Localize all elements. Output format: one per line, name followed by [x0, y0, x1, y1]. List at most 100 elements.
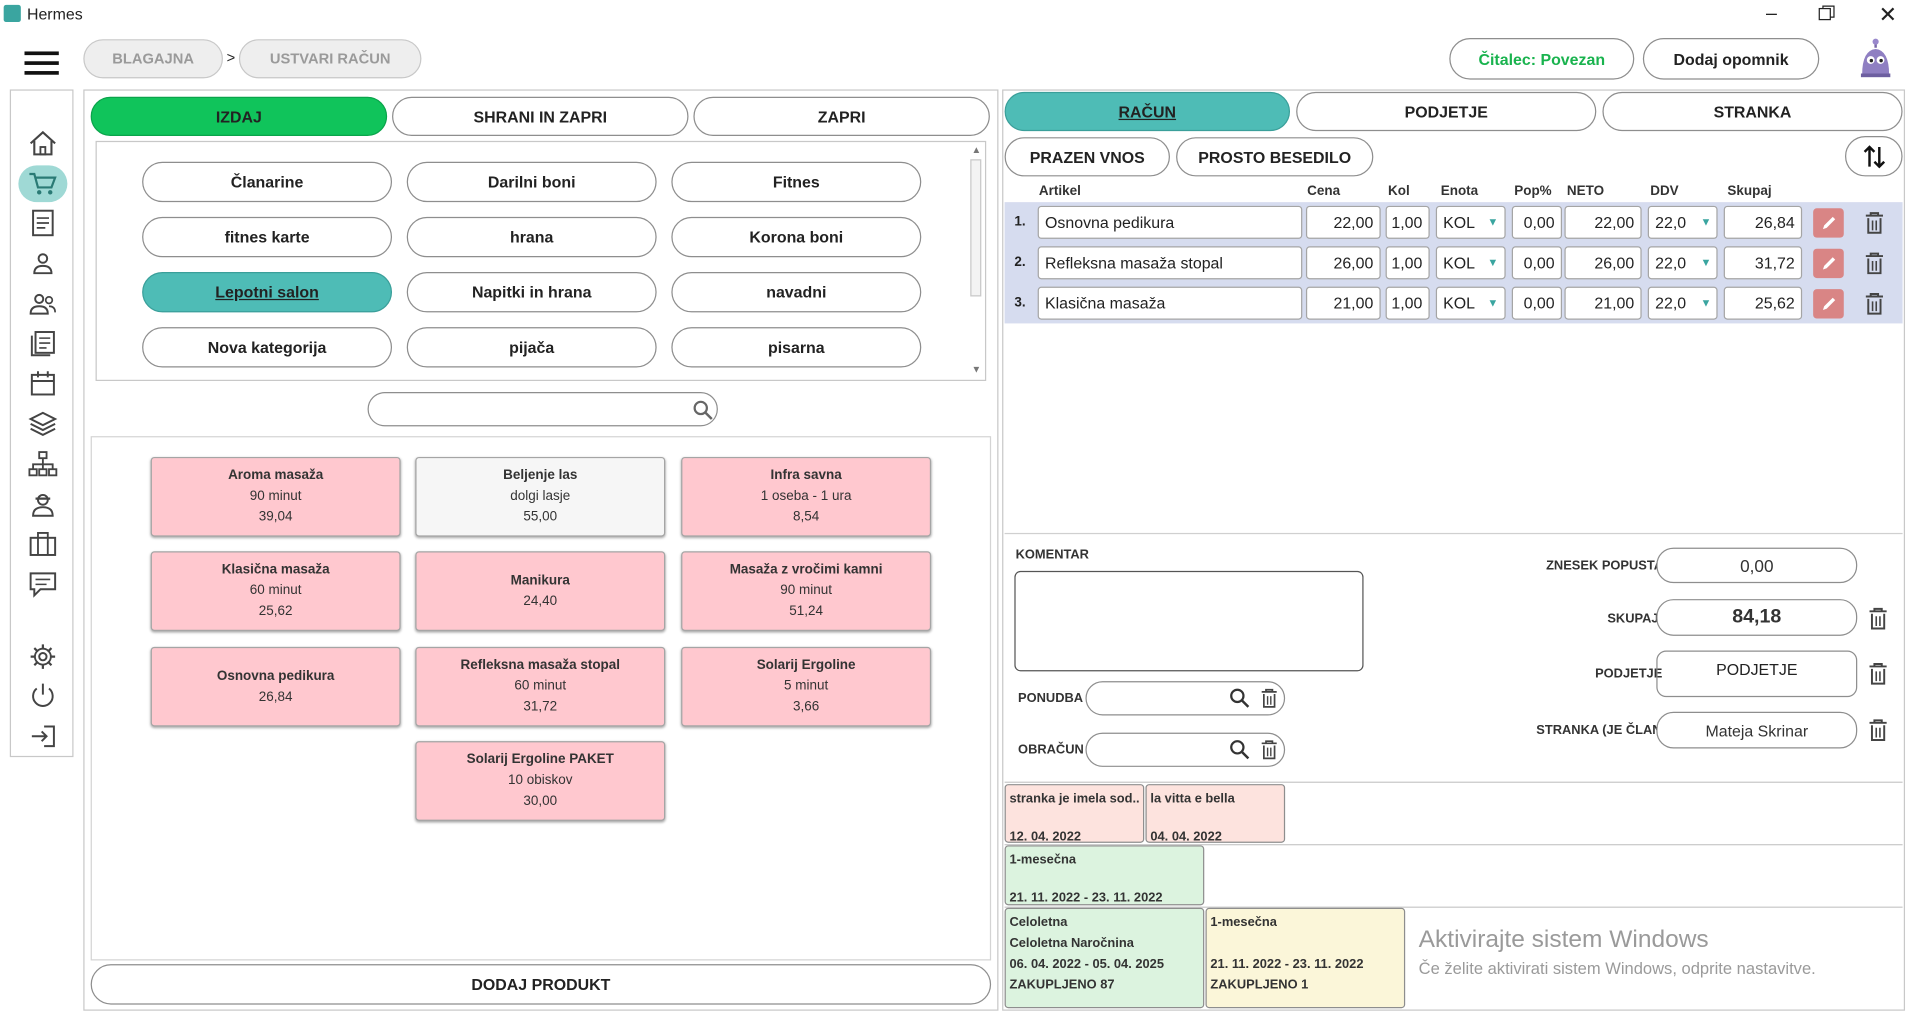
- category-lepotni-salon[interactable]: Lepotni salon: [142, 271, 393, 313]
- category-hrana[interactable]: hrana: [406, 216, 657, 258]
- search-icon[interactable]: [1229, 739, 1251, 767]
- category-darilni-boni[interactable]: Darilni boni: [406, 161, 657, 203]
- item-field[interactable]: Osnovna pedikura: [1037, 205, 1303, 239]
- net-field[interactable]: 21,00: [1564, 286, 1642, 320]
- vat-select[interactable]: 22,0▼: [1647, 286, 1718, 320]
- discount-amount-field[interactable]: 0,00: [1656, 547, 1858, 584]
- qty-field[interactable]: 1,00: [1385, 246, 1430, 280]
- exit-icon[interactable]: [11, 717, 75, 756]
- layers-icon[interactable]: [11, 404, 75, 443]
- category-fitnes-karte[interactable]: fitnes karte: [142, 216, 393, 258]
- category-fitnes[interactable]: Fitnes: [671, 161, 922, 203]
- cart-icon[interactable]: [11, 164, 75, 203]
- net-field[interactable]: 26,00: [1564, 246, 1642, 280]
- edit-icon[interactable]: [1813, 289, 1844, 319]
- product-search-input[interactable]: [381, 398, 680, 423]
- close-icon[interactable]: ✕: [1878, 2, 1898, 27]
- trash-icon[interactable]: [1261, 739, 1278, 767]
- membership-card[interactable]: 1-mesečna 21. 11. 2022 - 23. 11. 2022 ZA…: [1205, 907, 1406, 1009]
- vat-select[interactable]: 22,0▼: [1647, 246, 1718, 280]
- free-text-button[interactable]: PROSTO BESEDILO: [1176, 137, 1374, 177]
- discount-field[interactable]: 0,00: [1511, 246, 1563, 280]
- price-field[interactable]: 26,00: [1305, 246, 1381, 280]
- breadcrumb-blagajna[interactable]: BLAGAJNA: [83, 39, 223, 79]
- total-field[interactable]: 25,62: [1723, 286, 1803, 320]
- total-field[interactable]: 31,72: [1723, 246, 1803, 280]
- search-icon[interactable]: [692, 399, 714, 421]
- total-field[interactable]: 26,84: [1723, 205, 1803, 239]
- restore-icon[interactable]: [1818, 5, 1838, 25]
- trash-icon[interactable]: [1261, 687, 1278, 715]
- izdaj-button[interactable]: IZDAJ: [90, 96, 388, 136]
- menu-icon[interactable]: [24, 51, 59, 76]
- category-scrollbar[interactable]: ▲ ▼: [970, 144, 982, 375]
- list-icon[interactable]: [11, 323, 75, 362]
- note-card[interactable]: stranka je imela sod... 12. 04. 2022: [1004, 784, 1145, 844]
- calendar-icon[interactable]: [11, 364, 75, 403]
- gear-icon[interactable]: [11, 637, 75, 676]
- users-icon[interactable]: [11, 284, 75, 323]
- category-navadni[interactable]: navadni: [671, 271, 922, 313]
- company-field[interactable]: PODJETJE: [1656, 650, 1858, 698]
- trash-icon[interactable]: [1868, 662, 1888, 693]
- tab-racun[interactable]: RAČUN: [1004, 91, 1291, 132]
- discount-field[interactable]: 0,00: [1511, 286, 1563, 320]
- edit-icon[interactable]: [1813, 208, 1844, 238]
- category-korona-boni[interactable]: Korona boni: [671, 216, 922, 258]
- unit-select[interactable]: KOL▼: [1435, 286, 1506, 320]
- vat-select[interactable]: 22,0▼: [1647, 205, 1718, 239]
- tab-stranka[interactable]: STRANKA: [1602, 91, 1903, 132]
- shrani-in-zapri-button[interactable]: SHRANI IN ZAPRI: [392, 96, 689, 136]
- unit-select[interactable]: KOL▼: [1435, 246, 1506, 280]
- category-pisarna[interactable]: pisarna: [671, 327, 922, 368]
- qty-field[interactable]: 1,00: [1385, 205, 1430, 239]
- document-icon[interactable]: [11, 203, 75, 242]
- category-pijaca[interactable]: pijača: [406, 327, 657, 368]
- note-card[interactable]: la vitta e bella 04. 04. 2022: [1145, 784, 1286, 844]
- qty-field[interactable]: 1,00: [1385, 286, 1430, 320]
- billing-field[interactable]: [1085, 732, 1286, 767]
- unit-select[interactable]: KOL▼: [1435, 205, 1506, 239]
- trash-icon[interactable]: [1868, 606, 1888, 637]
- empty-entry-button[interactable]: PRAZEN VNOS: [1004, 137, 1170, 177]
- category-clanarine[interactable]: Članarine: [142, 161, 393, 203]
- zapri-button[interactable]: ZAPRI: [693, 96, 990, 136]
- membership-card[interactable]: 1-mesečna 21. 11. 2022 - 23. 11. 2022: [1004, 845, 1205, 906]
- item-field[interactable]: Klasična masaža: [1037, 286, 1303, 320]
- edit-icon[interactable]: [1813, 248, 1844, 279]
- minimize-icon[interactable]: –: [1766, 3, 1777, 25]
- search-icon[interactable]: [1229, 687, 1251, 715]
- price-field[interactable]: 22,00: [1305, 205, 1381, 239]
- add-reminder-button[interactable]: Dodaj opomnik: [1642, 37, 1820, 80]
- worker-icon[interactable]: [11, 484, 75, 523]
- net-field[interactable]: 22,00: [1564, 205, 1642, 239]
- category-napitki-in-hrana[interactable]: Napitki in hrana: [406, 271, 657, 313]
- trash-icon[interactable]: [1865, 251, 1887, 276]
- customer-field[interactable]: Mateja Skrinar: [1656, 711, 1858, 749]
- item-field[interactable]: Refleksna masaža stopal: [1037, 246, 1303, 280]
- trash-icon[interactable]: [1865, 211, 1887, 236]
- power-icon[interactable]: [11, 676, 75, 715]
- add-product-button[interactable]: DODAJ PRODUKT: [90, 964, 992, 1005]
- category-nova-kategorija[interactable]: Nova kategorija: [142, 327, 393, 368]
- price-field[interactable]: 21,00: [1305, 286, 1381, 320]
- discount-field[interactable]: 0,00: [1511, 205, 1563, 239]
- trash-icon[interactable]: [1868, 718, 1888, 749]
- user-icon[interactable]: [11, 244, 75, 283]
- avatar[interactable]: [1857, 38, 1894, 80]
- breadcrumb-ustvari-racun[interactable]: USTVARI RAČUN: [238, 39, 422, 79]
- sort-button[interactable]: [1845, 135, 1903, 177]
- home-icon[interactable]: [11, 124, 75, 163]
- offer-field[interactable]: [1085, 681, 1286, 716]
- membership-card[interactable]: Celoletna Celoletna Naročnina 06. 04. 20…: [1004, 907, 1205, 1009]
